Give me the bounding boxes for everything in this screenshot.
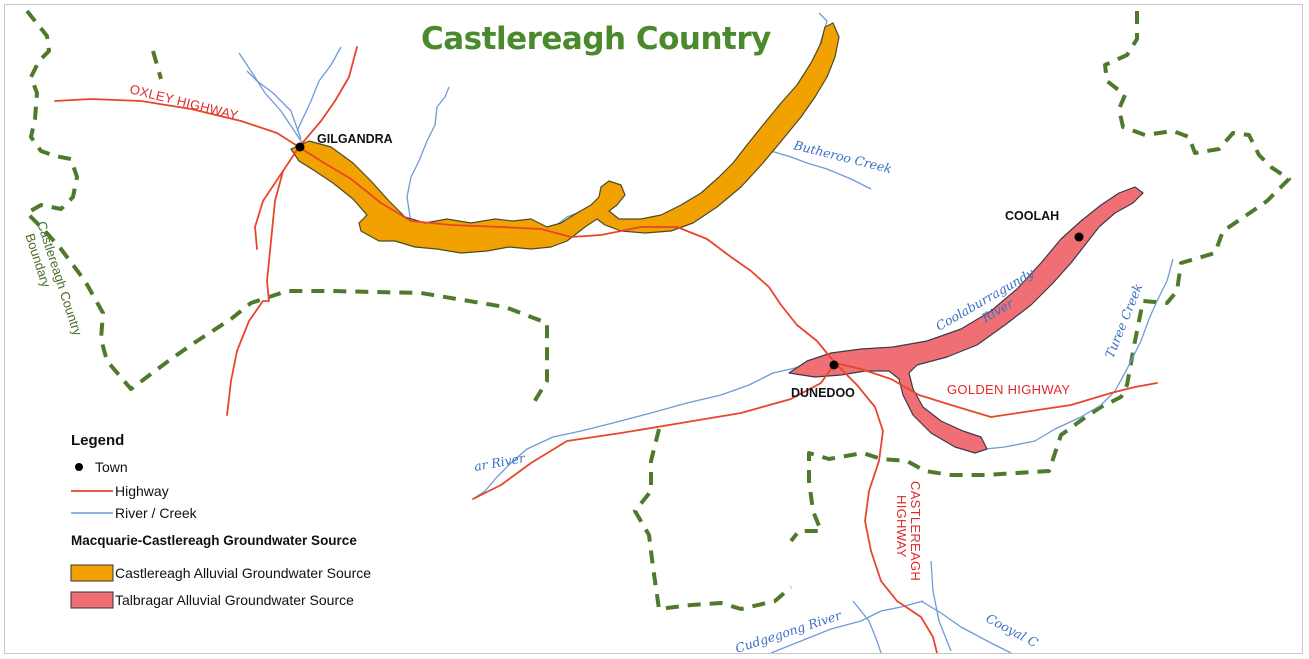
legend: Legend Town Highway River / Creek Macqua… (70, 432, 371, 609)
town-label: GILGANDRA (317, 132, 393, 146)
waterways (238, 12, 1174, 653)
cudgegong-river-line (770, 600, 924, 653)
town-dunedoo[interactable]: DUNEDOO (791, 360, 855, 401)
talbragar-river (472, 362, 814, 500)
legend-talbragar-label: Talbragar Alluvial Groundwater Source (115, 592, 354, 608)
south-creek (930, 560, 952, 652)
south-creek-2 (852, 600, 882, 653)
cooyal-creek-line (920, 600, 1012, 653)
castlereagh-river-north-branch (296, 46, 342, 132)
legend-town-label: Town (95, 459, 128, 475)
castlereagh-highway-text-2: HIGHWAY (894, 495, 909, 558)
golden-highway-label: GOLDEN HIGHWAY (947, 382, 1070, 397)
castlereagh-highway-label: CASTLEREAGH HIGHWAY (894, 481, 923, 581)
map-frame: Castlereagh Country Boundary Castlereagh… (4, 4, 1303, 654)
castlereagh-highway-line (834, 362, 938, 653)
legend-title: Legend (71, 432, 124, 449)
town-dot (295, 142, 305, 152)
highway-north-gilgandra (298, 46, 358, 148)
town-gilgandra[interactable]: GILGANDRA (295, 132, 393, 152)
talbragar-river-label: ar River (473, 450, 527, 474)
cooyal-creek-label: Cooyal C (984, 610, 1041, 650)
town-label: COOLAH (1005, 209, 1059, 223)
butheroo-creek-label: Butheroo Creek (791, 137, 893, 176)
highway-west-south (226, 146, 300, 416)
castlereagh-country-boundary (25, 9, 1291, 611)
oxley-highway-line (54, 98, 300, 148)
town-dot (1074, 232, 1084, 242)
boundary-label: Castlereagh Country Boundary (22, 219, 85, 338)
talbragar-alluvial-area[interactable] (788, 186, 1144, 454)
cooyal-creek-text: Cooyal C (984, 610, 1041, 650)
golden-highway-text: GOLDEN HIGHWAY (947, 382, 1070, 397)
turee-creek-line (984, 258, 1174, 450)
tributary-creek (406, 86, 450, 224)
legend-highway-label: Highway (115, 483, 169, 499)
highways (54, 46, 1158, 653)
town-coolah[interactable]: COOLAH (1005, 209, 1084, 242)
legend-castlereagh-swatch (70, 564, 114, 582)
butheroo-creek-line (770, 150, 872, 190)
town-label: DUNEDOO (791, 386, 855, 400)
legend-subtitle: Macquarie-Castlereagh Groundwater Source (71, 533, 357, 548)
town-dot (829, 360, 839, 370)
legend-talbragar-swatch (70, 591, 114, 609)
legend-river-label: River / Creek (115, 505, 198, 521)
map-canvas[interactable]: Castlereagh Country Boundary Castlereagh… (5, 5, 1303, 654)
golden-highway-line (472, 362, 1158, 500)
castlereagh-river-north-branch-2 (246, 70, 302, 140)
highway-gilgandra-coolah (298, 146, 836, 364)
map-title: Castlereagh Country (421, 21, 771, 57)
highway-west-branch (254, 170, 284, 250)
legend-town-dot (75, 463, 83, 471)
talbragar-river-text: ar River (473, 450, 527, 474)
legend-castlereagh-label: Castlereagh Alluvial Groundwater Source (115, 565, 371, 581)
butheroo-creek-text: Butheroo Creek (791, 137, 893, 176)
castlereagh-highway-text-1: CASTLEREAGH (908, 481, 923, 581)
castlereagh-alluvial-area[interactable] (290, 22, 840, 254)
